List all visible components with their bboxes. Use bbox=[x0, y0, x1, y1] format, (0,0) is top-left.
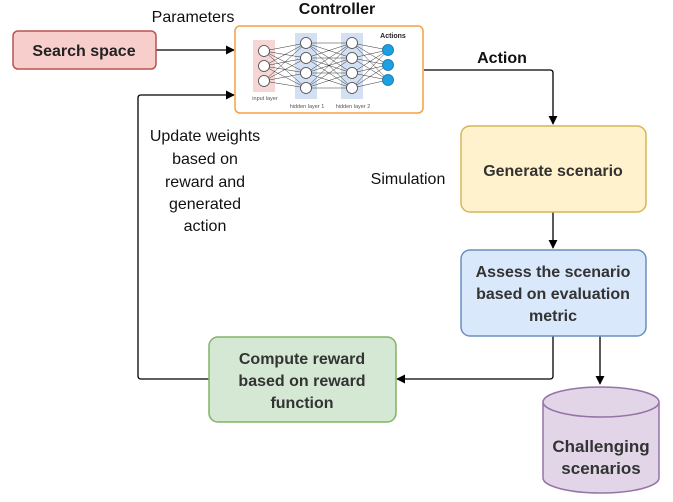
network-node bbox=[258, 60, 270, 72]
search-space-node: Search space bbox=[12, 30, 157, 70]
challenging-line: scenarios bbox=[561, 459, 640, 478]
network-node bbox=[300, 52, 312, 64]
network-edge bbox=[305, 57, 353, 89]
network-edge bbox=[263, 57, 307, 82]
network-node bbox=[300, 67, 312, 79]
controller-node: Actions input layer hidden layer 1 hidde… bbox=[234, 25, 424, 114]
compute-line: based on reward bbox=[238, 373, 365, 390]
actions-label: Actions bbox=[380, 33, 406, 40]
network-edge bbox=[351, 42, 389, 51]
assess-line: based on evaluation bbox=[476, 286, 630, 303]
generate-scenario-node: Generate scenario bbox=[460, 125, 647, 213]
network-node bbox=[300, 37, 312, 49]
update-line: generated bbox=[169, 196, 241, 213]
arrow-compute-to-controller bbox=[137, 90, 235, 380]
network-edge bbox=[305, 42, 353, 89]
cylinder-top bbox=[542, 386, 660, 418]
input-layer-label: input layer bbox=[252, 96, 278, 102]
network-node bbox=[300, 82, 312, 94]
challenging-line: Challenging bbox=[552, 437, 649, 456]
network-edge bbox=[351, 49, 389, 59]
compute-reward-node: Compute reward based on reward function bbox=[208, 336, 397, 423]
assess-line: metric bbox=[529, 308, 577, 325]
network-edge bbox=[305, 42, 353, 59]
network-edge bbox=[305, 42, 353, 74]
compute-reward-box bbox=[208, 336, 397, 423]
cylinder-body bbox=[542, 402, 660, 494]
parameters-label: Parameters bbox=[152, 9, 235, 26]
network-edge bbox=[263, 42, 307, 67]
assess-scenario-node: Assess the scenario based on evaluation … bbox=[460, 249, 647, 337]
update-line: based on bbox=[172, 151, 238, 168]
network-edge bbox=[351, 49, 389, 74]
network-edge bbox=[263, 42, 307, 52]
hidden-layer-2-label: hidden layer 2 bbox=[336, 104, 371, 110]
simulation-label: Simulation bbox=[371, 171, 446, 188]
challenging-scenarios-node: Challenging scenarios bbox=[542, 386, 660, 494]
action-node bbox=[382, 44, 394, 56]
generate-scenario-box bbox=[460, 125, 647, 213]
network-edge bbox=[305, 72, 353, 89]
compute-line: Compute reward bbox=[239, 351, 365, 368]
update-line: action bbox=[184, 218, 227, 235]
arrow-assess-to-compute bbox=[396, 336, 554, 384]
network-node bbox=[346, 37, 358, 49]
network-node bbox=[346, 52, 358, 64]
arrow-controller-to-generate bbox=[424, 69, 558, 125]
network-nodes bbox=[258, 37, 394, 94]
network-edge bbox=[263, 42, 307, 82]
update-line: reward and bbox=[165, 174, 245, 191]
network-edge bbox=[351, 64, 389, 89]
compute-line: function bbox=[270, 395, 333, 412]
generate-scenario-text: Generate scenario bbox=[483, 163, 623, 180]
network-edge bbox=[263, 72, 307, 82]
network-node bbox=[258, 75, 270, 87]
action-node bbox=[382, 59, 394, 71]
controller-title: Controller bbox=[299, 1, 375, 18]
update-line: Update weights bbox=[150, 128, 260, 145]
network-edges bbox=[263, 42, 389, 89]
connectors bbox=[137, 45, 605, 385]
action-label: Action bbox=[477, 50, 527, 67]
hidden-layer-1-label: hidden layer 1 bbox=[290, 104, 325, 110]
assess-line: Assess the scenario bbox=[476, 264, 631, 281]
assess-scenario-box bbox=[460, 249, 647, 337]
network-node bbox=[346, 82, 358, 94]
update-weights-label: Update weights based on reward and gener… bbox=[150, 128, 260, 235]
network-edge bbox=[351, 49, 389, 89]
network-node bbox=[258, 45, 270, 57]
search-space-text: Search space bbox=[32, 43, 135, 60]
network-edge bbox=[263, 80, 307, 89]
search-space-box bbox=[12, 30, 157, 70]
network-edge bbox=[351, 79, 389, 89]
action-node bbox=[382, 74, 394, 86]
network-node bbox=[346, 67, 358, 79]
